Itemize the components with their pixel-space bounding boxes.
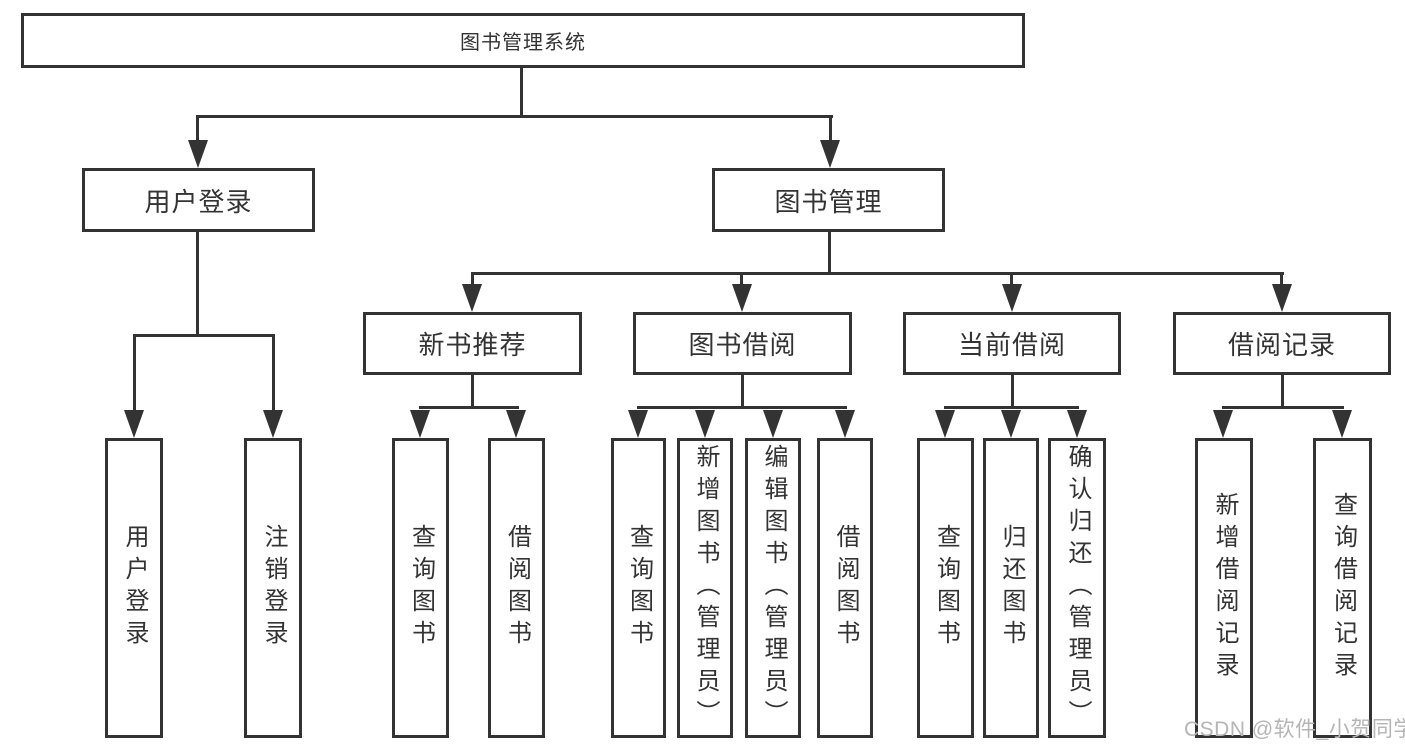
connector-line xyxy=(1011,375,1014,406)
connector-line xyxy=(1010,274,1013,284)
arrowhead-down-icon xyxy=(506,410,526,438)
leaf-logout: 注销登录 xyxy=(244,438,302,738)
leaf-cb-confirm-return-admin: 确认归还（管理员） xyxy=(1048,438,1106,738)
node-user-login-label: 用户登录 xyxy=(144,186,253,217)
leaf-br-add-record-label: 新增借阅记录 xyxy=(1211,492,1238,684)
arrowhead-down-icon xyxy=(763,410,783,438)
leaf-cb-query-books-label: 查询图书 xyxy=(932,524,960,652)
leaf-cb-return-books-label: 归还图书 xyxy=(998,524,1025,652)
connector-line xyxy=(741,375,744,406)
node-borrow-records: 借阅记录 xyxy=(1173,312,1391,375)
leaf-user-login: 用户登录 xyxy=(105,438,163,738)
node-new-book-recommend-label: 新书推荐 xyxy=(418,330,527,360)
arrowhead-down-icon xyxy=(188,140,208,168)
node-current-borrow: 当前借阅 xyxy=(903,312,1121,375)
node-root: 图书管理系统 xyxy=(21,13,1025,68)
leaf-bb-query-books-label: 查询图书 xyxy=(625,524,653,652)
leaf-bb-add-books-admin: 新增图书（管理员） xyxy=(677,438,733,738)
arrowhead-down-icon xyxy=(1002,284,1022,312)
leaf-cb-confirm-return-admin-label: 确认归还（管理员） xyxy=(1064,444,1091,732)
connector-line xyxy=(471,272,1284,275)
arrowhead-down-icon xyxy=(695,410,715,438)
leaf-bb-query-books: 查询图书 xyxy=(611,438,666,738)
arrowhead-down-icon xyxy=(124,410,144,438)
arrowhead-down-icon xyxy=(462,284,482,312)
leaf-bb-edit-books-admin-label: 编辑图书（管理员） xyxy=(760,444,787,732)
leaf-bb-borrow-books: 借阅图书 xyxy=(817,438,873,738)
node-book-management-label: 图书管理 xyxy=(774,186,883,217)
node-book-borrow: 图书借阅 xyxy=(633,312,852,375)
connector-line xyxy=(520,68,523,118)
leaf-br-query-record: 查询借阅记录 xyxy=(1313,438,1372,738)
connector-line xyxy=(1280,274,1283,284)
arrowhead-down-icon xyxy=(935,410,955,438)
arrowhead-down-icon xyxy=(410,410,430,438)
connector-line xyxy=(471,274,474,284)
leaf-nb-borrow-books-label: 借阅图书 xyxy=(503,524,531,652)
connector-line xyxy=(419,406,519,409)
connector-line xyxy=(196,232,199,336)
connector-line xyxy=(272,336,275,410)
leaf-cb-return-books: 归还图书 xyxy=(983,438,1039,738)
leaf-bb-add-books-admin-label: 新增图书（管理员） xyxy=(692,444,719,732)
arrowhead-down-icon xyxy=(1067,410,1087,438)
leaf-nb-query-books-label: 查询图书 xyxy=(407,524,435,652)
connector-line xyxy=(133,336,136,410)
leaf-bb-edit-books-admin: 编辑图书（管理员） xyxy=(745,438,801,738)
node-current-borrow-label: 当前借阅 xyxy=(957,330,1066,360)
connector-line xyxy=(828,232,831,274)
connector-line xyxy=(944,406,1079,409)
arrowhead-down-icon xyxy=(835,410,855,438)
leaf-br-query-record-label: 查询借阅记录 xyxy=(1329,492,1357,684)
arrowhead-down-icon xyxy=(732,284,752,312)
connector-line xyxy=(740,274,743,284)
node-book-management: 图书管理 xyxy=(712,168,945,232)
leaf-cb-query-books: 查询图书 xyxy=(917,438,974,738)
watermark: CSDN @软件_小贺同学 xyxy=(1184,718,1405,741)
leaf-bb-borrow-books-label: 借阅图书 xyxy=(832,524,859,652)
arrowhead-down-icon xyxy=(263,410,283,438)
connector-line xyxy=(133,334,275,337)
node-borrow-records-label: 借阅记录 xyxy=(1227,330,1336,360)
connector-line xyxy=(471,375,474,406)
leaf-logout-label: 注销登录 xyxy=(260,524,287,652)
connector-line xyxy=(1281,375,1284,406)
leaf-nb-query-books: 查询图书 xyxy=(392,438,449,738)
arrowhead-down-icon xyxy=(1001,410,1021,438)
arrowhead-down-icon xyxy=(1332,410,1352,438)
node-new-book-recommend: 新书推荐 xyxy=(363,312,582,375)
node-root-label: 图书管理系统 xyxy=(460,32,586,54)
node-user-login: 用户登录 xyxy=(82,168,315,232)
connector-line xyxy=(637,406,847,409)
arrowhead-down-icon xyxy=(820,140,840,168)
leaf-br-add-record: 新增借阅记录 xyxy=(1195,438,1253,738)
connector-line xyxy=(196,117,199,142)
connector-line xyxy=(1222,406,1344,409)
leaf-user-login-label: 用户登录 xyxy=(121,524,148,652)
connector-line xyxy=(196,115,833,118)
leaf-nb-borrow-books: 借阅图书 xyxy=(488,438,545,738)
arrowhead-down-icon xyxy=(1272,284,1292,312)
arrowhead-down-icon xyxy=(1213,410,1233,438)
arrowhead-down-icon xyxy=(628,410,648,438)
connector-line xyxy=(829,117,832,142)
node-book-borrow-label: 图书借阅 xyxy=(688,330,797,360)
